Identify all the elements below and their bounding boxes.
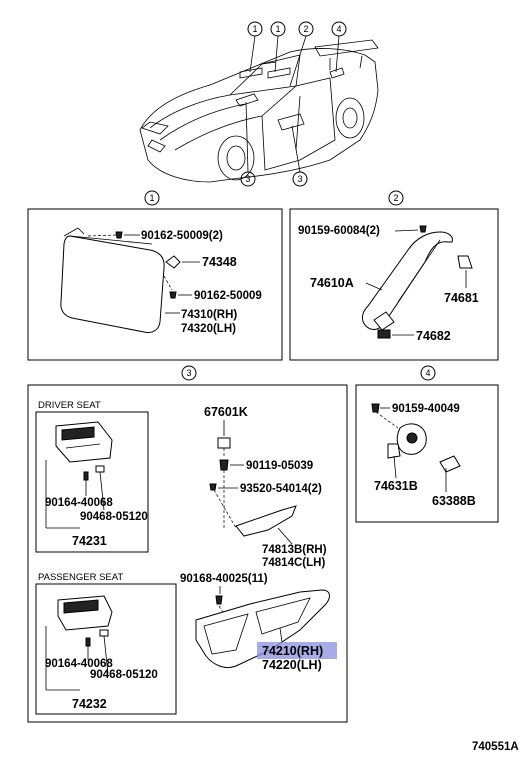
part-90159-40049: 90159-40049 [392, 403, 460, 415]
part-74310-rh: 74310(RH) [181, 309, 237, 321]
part-74681: 74681 [444, 291, 479, 305]
panel-1-sun-visor: 1 90162-50009(2) 74348 90162-50009 74310… [27, 190, 283, 361]
svg-text:4: 4 [425, 368, 430, 378]
svg-text:4: 4 [336, 24, 341, 34]
panel-4-lamp: 4 90159-40049 74631B 63388B [355, 365, 499, 523]
svg-text:3: 3 [245, 174, 250, 184]
part-90468-05120-driver: 90468-05120 [80, 511, 148, 523]
passenger-seat-box [35, 583, 177, 715]
part-74814c-lh: 74814C(LH) [262, 557, 325, 569]
part-90119-05039: 90119-05039 [246, 460, 313, 472]
part-90162-50009: 90162-50009 [194, 290, 262, 302]
part-74232: 74232 [72, 697, 107, 711]
overview-callout-3a: 3 [240, 171, 256, 187]
driver-seat-box [35, 411, 149, 553]
overview-callout-1a: 1 [247, 21, 263, 37]
part-74631b: 74631B [374, 479, 418, 493]
part-74813b-rh: 74813B(RH) [262, 544, 327, 556]
overview-callout-1b: 1 [270, 21, 286, 37]
clip-67601k [217, 437, 231, 449]
svg-text:1: 1 [275, 24, 280, 34]
part-90168-40025-11: 90168-40025(11) [180, 573, 268, 585]
part-74348: 74348 [202, 255, 237, 269]
part-93520-54014-2: 93520-54014(2) [240, 483, 322, 495]
part-74610a: 74610A [310, 276, 354, 290]
part-74682: 74682 [416, 329, 451, 343]
part-90164-40068-passenger: 90164-40068 [45, 658, 113, 670]
svg-text:1: 1 [252, 24, 257, 34]
car-illustration [139, 35, 379, 183]
figure-id: 740551A [472, 741, 519, 753]
passenger-seat-label: PASSENGER SEAT [38, 572, 123, 583]
panel-2-assist-grip: 2 90159-60084(2) 74610A 74681 74682 [289, 190, 499, 361]
part-74320-lh: 74320(LH) [181, 323, 236, 335]
overview-callout-3b: 3 [292, 171, 308, 187]
driver-seat-label: DRIVER SEAT [38, 400, 101, 411]
part-74220-lh: 74220(LH) [262, 658, 322, 672]
part-63388b: 63388B [432, 494, 476, 508]
part-90159-60084-2: 90159-60084(2) [298, 225, 380, 237]
part-90468-05120-passenger: 90468-05120 [90, 669, 158, 681]
part-90162-50009-2: 90162-50009(2) [141, 230, 223, 242]
svg-text:2: 2 [393, 193, 398, 203]
highlight-74210 [257, 642, 337, 659]
svg-text:1: 1 [149, 193, 154, 203]
part-74210-rh: 74210(RH) [262, 644, 323, 658]
part-90164-40068-driver: 90164-40068 [45, 497, 113, 509]
part-74231: 74231 [72, 534, 107, 548]
part-67601k: 67601K [204, 405, 248, 419]
overview-callout-4: 4 [331, 21, 347, 37]
svg-text:3: 3 [297, 174, 302, 184]
panel-3-door-armrest: 3 DRIVER SEAT 90164-40068 90468-05120 74… [27, 365, 348, 723]
svg-text:3: 3 [186, 368, 191, 378]
overview-callout-2: 2 [298, 21, 314, 37]
svg-text:2: 2 [303, 24, 308, 34]
